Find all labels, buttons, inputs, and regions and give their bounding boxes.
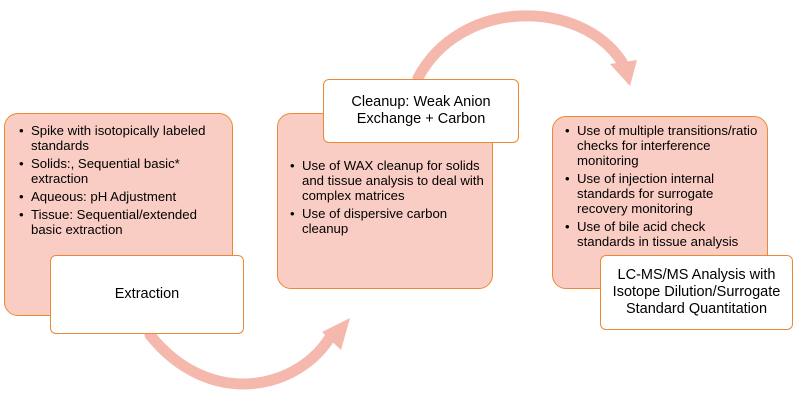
list-item: Use of bile acid check standards in tiss… (565, 219, 761, 249)
list-item: Use of WAX cleanup for solids and tissue… (290, 158, 484, 203)
list-item: Spike with isotopically labeled standard… (19, 123, 224, 153)
cleanup-bullets: Use of WAX cleanup for solids and tissue… (284, 158, 484, 236)
arrowhead-analysis (610, 60, 637, 86)
extraction-bullets: Spike with isotopically labeled standard… (13, 123, 224, 237)
arrow-cleanup-to-analysis (412, 10, 628, 84)
list-item: Use of multiple transitions/ratio checks… (565, 123, 761, 168)
analysis-label-box: LC-MS/MS Analysis with Isotope Dilution/… (600, 255, 793, 330)
list-item: Use of dispersive carbon cleanup (290, 206, 484, 236)
list-item: Use of injection internal standards for … (565, 171, 761, 216)
list-item: Tissue: Sequential/extended basic extrac… (19, 207, 224, 237)
extraction-label-box: Extraction (50, 255, 244, 334)
list-item: Aqueous: pH Adjustment (19, 189, 224, 204)
analysis-bullets: Use of multiple transitions/ratio checks… (559, 123, 761, 249)
extraction-label: Extraction (114, 286, 180, 302)
arrowhead-cleanup (322, 318, 350, 350)
cleanup-label-box: Cleanup: Weak Anion Exchange + Carbon (323, 79, 519, 143)
list-item: Solids:, Sequential basic* extraction (19, 156, 224, 186)
arrow-extraction-to-cleanup (144, 328, 338, 390)
analysis-label: LC-MS/MS Analysis with Isotope Dilution/… (612, 267, 781, 317)
cleanup-label: Cleanup: Weak Anion Exchange + Carbon (351, 94, 491, 127)
